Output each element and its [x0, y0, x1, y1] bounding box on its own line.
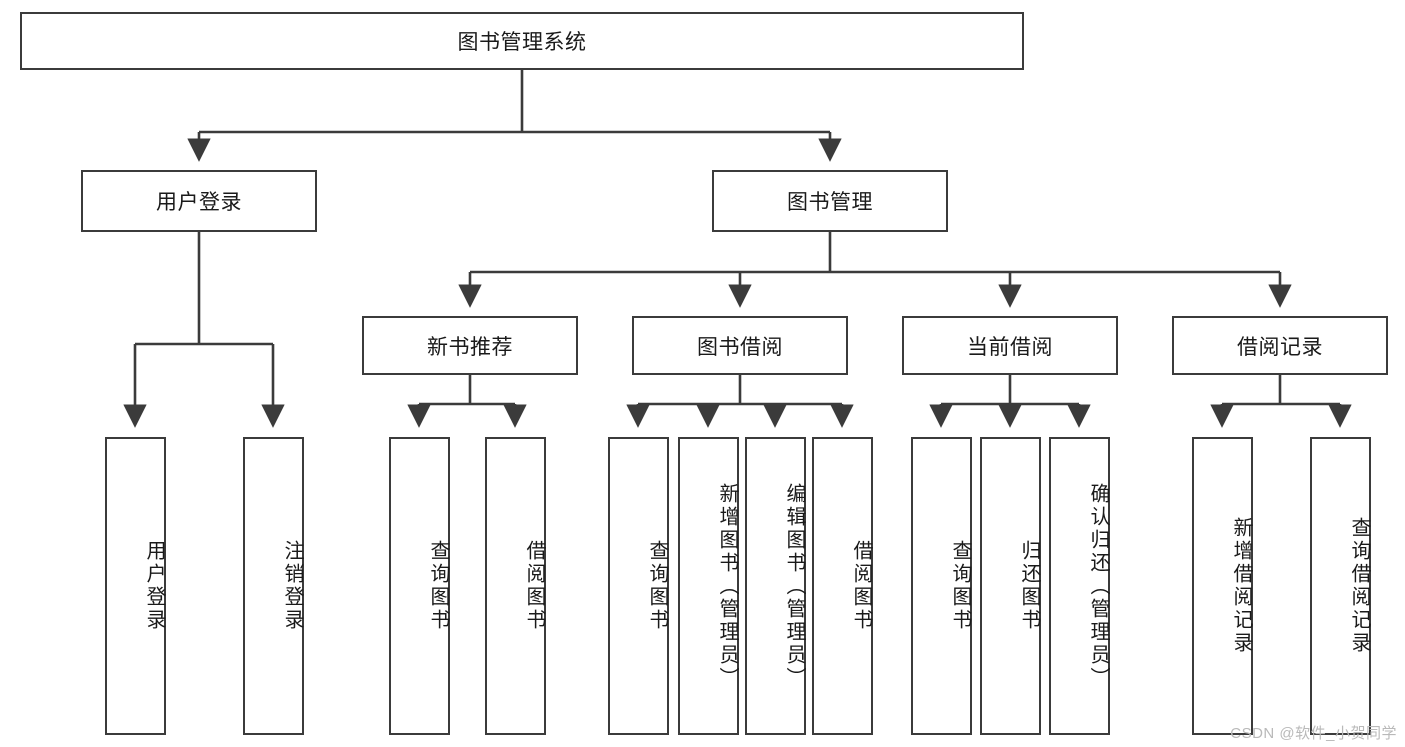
- node-leaf-user-login-label: 用户登录: [143, 540, 165, 632]
- node-leaf-query-book-1[interactable]: 查询图书: [389, 437, 450, 735]
- node-leaf-edit-book-label: 编辑图书（管理员）: [783, 482, 805, 690]
- node-leaf-add-record[interactable]: 新增借阅记录: [1192, 437, 1253, 735]
- node-current-borrow-label: 当前借阅: [967, 335, 1053, 359]
- node-leaf-add-book-label: 新增图书（管理员）: [716, 482, 738, 690]
- node-leaf-add-book[interactable]: 新增图书（管理员）: [678, 437, 739, 735]
- node-book-borrow-label: 图书借阅: [697, 335, 783, 359]
- node-leaf-user-logout-label: 注销登录: [281, 540, 303, 632]
- node-leaf-borrow-book-1-label: 借阅图书: [523, 540, 545, 632]
- node-leaf-query-record[interactable]: 查询借阅记录: [1310, 437, 1371, 735]
- node-new-book-rec-label: 新书推荐: [427, 335, 513, 359]
- node-borrow-record[interactable]: 借阅记录: [1172, 316, 1388, 375]
- node-leaf-query-book-1-label: 查询图书: [427, 540, 449, 632]
- node-leaf-confirm-return[interactable]: 确认归还（管理员）: [1049, 437, 1110, 735]
- node-user-login[interactable]: 用户登录: [81, 170, 317, 232]
- node-book-manage-label: 图书管理: [787, 191, 873, 214]
- node-new-book-rec[interactable]: 新书推荐: [362, 316, 578, 375]
- node-leaf-borrow-book-1[interactable]: 借阅图书: [485, 437, 546, 735]
- node-user-login-label: 用户登录: [156, 191, 242, 214]
- node-leaf-user-logout[interactable]: 注销登录: [243, 437, 304, 735]
- node-leaf-query-book-3[interactable]: 查询图书: [911, 437, 972, 735]
- node-leaf-query-book-3-label: 查询图书: [949, 540, 971, 632]
- node-leaf-query-book-2-label: 查询图书: [646, 540, 668, 632]
- node-leaf-user-login[interactable]: 用户登录: [105, 437, 166, 735]
- node-leaf-return-book-label: 归还图书: [1018, 540, 1040, 632]
- node-root[interactable]: 图书管理系统: [20, 12, 1024, 70]
- node-book-manage[interactable]: 图书管理: [712, 170, 948, 232]
- node-root-label: 图书管理系统: [457, 31, 587, 54]
- node-leaf-borrow-book-2[interactable]: 借阅图书: [812, 437, 873, 735]
- node-leaf-edit-book[interactable]: 编辑图书（管理员）: [745, 437, 806, 735]
- node-leaf-return-book[interactable]: 归还图书: [980, 437, 1041, 735]
- watermark: CSDN @软件_小贺同学: [1230, 725, 1397, 742]
- node-leaf-add-record-label: 新增借阅记录: [1230, 517, 1252, 655]
- node-book-borrow[interactable]: 图书借阅: [632, 316, 848, 375]
- node-leaf-confirm-return-label: 确认归还（管理员）: [1087, 482, 1109, 690]
- node-borrow-record-label: 借阅记录: [1237, 335, 1323, 359]
- node-leaf-query-record-label: 查询借阅记录: [1348, 517, 1370, 655]
- node-leaf-borrow-book-2-label: 借阅图书: [850, 540, 872, 632]
- node-current-borrow[interactable]: 当前借阅: [902, 316, 1118, 375]
- node-leaf-query-book-2[interactable]: 查询图书: [608, 437, 669, 735]
